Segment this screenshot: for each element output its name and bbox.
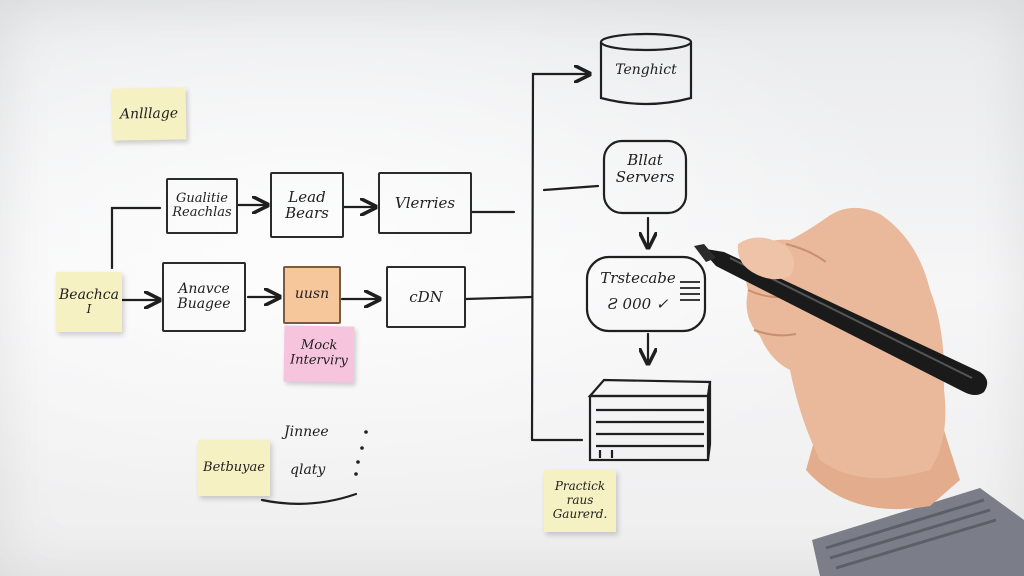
tenghict-cylinder xyxy=(599,32,693,106)
box-uusn-text: uusn xyxy=(294,286,330,303)
sticky-note-top-left-text: Anlllage xyxy=(119,105,179,123)
sticky-note-beachca-text: Beachca xyxy=(59,287,119,304)
line-cdn-out xyxy=(464,295,534,301)
hand-with-marker xyxy=(694,207,1024,576)
box-lead-text: Lead Bears xyxy=(285,187,329,222)
box-anavce: Anavce Buagee xyxy=(162,262,246,332)
line-to-bllat xyxy=(542,184,600,192)
scribble-text-line-2: qlaty xyxy=(290,462,326,478)
sticky-note-bottom-left-text: Betbuyae xyxy=(203,459,265,475)
connector-beach-to-gualitie xyxy=(110,206,162,270)
sticky-note-bottom-right: Practick raus Gaurerd. xyxy=(544,470,616,532)
box-uusn: uusn xyxy=(283,266,341,324)
server-rack-drawing xyxy=(587,378,712,462)
box-vlerries-text: Vlerries xyxy=(394,193,456,212)
sticky-note-beachca: Beachca I xyxy=(56,272,122,332)
trstecabe-sublabel: Ƨ 000 ✓ xyxy=(607,295,669,313)
box-cdn-text: cDN xyxy=(409,287,443,306)
sticky-note-top-left: Anlllage xyxy=(111,87,187,141)
sticky-note-bottom-left: Betbuyae xyxy=(198,440,270,496)
scribble-dots xyxy=(354,430,368,476)
trstecabe-label: Trstecabe xyxy=(600,269,676,287)
tenghict-label: Tenghict xyxy=(615,62,677,78)
box-cdn: cDN xyxy=(386,266,466,328)
box-gualitie: Gualitie Reachlas xyxy=(166,178,238,234)
box-lead: Lead Bears xyxy=(270,172,344,238)
scribble-underline xyxy=(260,492,358,505)
box-vlerries: Vlerries xyxy=(378,172,472,234)
sticky-note-bottom-right-text: Practick raus Gaurerd. xyxy=(552,479,608,521)
sticky-note-pink-text: Mock Interviry xyxy=(289,337,348,369)
box-gualitie-text: Gualitie Reachlas xyxy=(172,190,232,220)
trstecabe-shape xyxy=(585,255,707,333)
sticky-note-pink: Mock Interviry xyxy=(283,325,355,383)
bllat-servers-label: Bllat Servers xyxy=(615,151,675,187)
sticky-note-beachca-sub: I xyxy=(86,302,92,317)
scribble-text-line-1: Jinnee xyxy=(284,424,329,440)
trstecabe-hatch xyxy=(680,281,700,301)
box-anavce-text: Anavce Buagee xyxy=(177,280,231,312)
bllat-servers-shape xyxy=(602,139,688,215)
bus-to-tenghict xyxy=(530,74,588,442)
